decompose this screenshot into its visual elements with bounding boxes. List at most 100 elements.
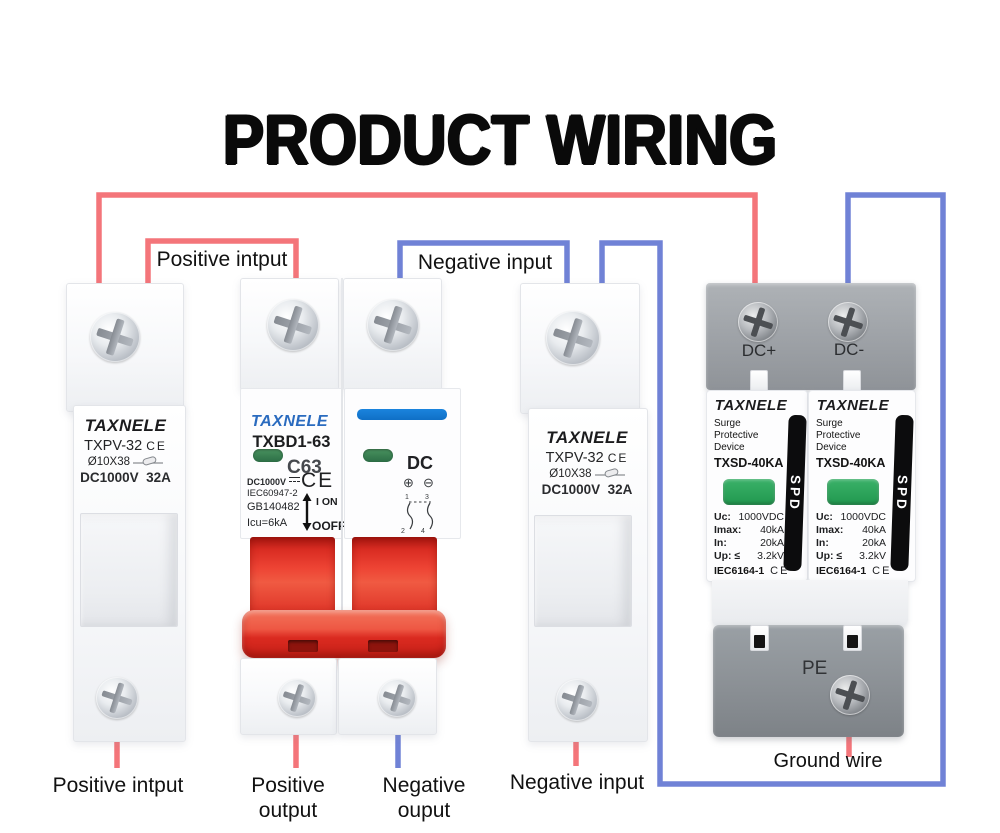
fuse-right-bottom-screw bbox=[556, 679, 598, 721]
spd-base-tab-right bbox=[843, 625, 862, 651]
spd: DC+ DC- TAXNELE Surge Protective Device … bbox=[706, 283, 918, 757]
breaker-top-screw-right bbox=[367, 299, 419, 351]
label-positive-input-bottom: Positive intput bbox=[52, 774, 184, 797]
spd-module1-standard: IEC6164-1 CE bbox=[714, 565, 790, 577]
breaker-brand: TAXNELE bbox=[251, 413, 328, 430]
fuse-right-size: Ø10X38 bbox=[528, 468, 646, 480]
svg-text:2: 2 bbox=[401, 528, 405, 535]
spd-module1-type2: Protective bbox=[714, 430, 759, 441]
din-slot bbox=[847, 635, 858, 648]
spd-module2-standard: IEC6164-1 CE bbox=[816, 565, 892, 577]
dc-symbol-icon bbox=[289, 476, 301, 484]
spd-pe-label: PE bbox=[802, 658, 828, 679]
spd-back-plate bbox=[712, 580, 908, 626]
spd-bottom-base bbox=[713, 625, 904, 737]
breaker-handle-left bbox=[250, 537, 335, 615]
breaker-top-screw-left bbox=[267, 299, 319, 351]
spd-module-2: TAXNELE Surge Protective Device TXSD-40K… bbox=[808, 390, 916, 582]
breaker-bottom-screw-left bbox=[278, 679, 316, 717]
fuse-left-bottom-screw bbox=[96, 677, 138, 719]
breaker-icu: Icu=6kA bbox=[247, 517, 288, 529]
spd-module2-type3: Device bbox=[816, 442, 847, 453]
ce-mark: CE bbox=[146, 439, 167, 453]
wire-positive-main bbox=[96, 192, 758, 292]
breaker-standard1: IEC60947-2 bbox=[247, 488, 298, 499]
svg-text:1: 1 bbox=[405, 494, 409, 501]
breaker-pole2-card: DC ⊕ ⊖ 1 3 2 4 bbox=[344, 388, 461, 539]
spd-module2-spec-uc: Uc:1000VDC bbox=[816, 511, 886, 523]
breaker-standard2: GB140482 bbox=[247, 501, 300, 513]
fuse-cartridge-icon bbox=[133, 456, 164, 466]
breaker-handle-right bbox=[352, 537, 437, 615]
spd-module2-spec-in: In:20kA bbox=[816, 537, 886, 549]
spd-module1-brand: TAXNELE bbox=[714, 397, 788, 414]
breaker-pole1-card: TAXNELE TXBD1-63 C63 DC1000V IEC60947-2 … bbox=[240, 388, 346, 539]
spd-module2-spec-up: Up: ≤3.2kV bbox=[816, 550, 886, 562]
spd-module1-model: TXSD-40KA bbox=[714, 456, 784, 470]
on-off-arrow-icon bbox=[302, 493, 312, 531]
breaker-rating: C63 bbox=[287, 457, 322, 478]
breaker-indicator-left bbox=[253, 449, 283, 462]
breaker-off-label: OOFF bbox=[312, 519, 346, 533]
tie-bar-slot-left bbox=[288, 640, 318, 652]
spd-module2-status-window bbox=[827, 479, 879, 505]
fuse-left-model: TXPV-32 CE bbox=[84, 438, 167, 454]
spd-module2-type2: Protective bbox=[816, 430, 861, 441]
label-negative-input-top: Negative input bbox=[417, 251, 553, 274]
breaker-circuit-diagram-icon: ⊕ ⊖ 1 3 2 4 bbox=[401, 475, 434, 535]
fuse-left-carrier-window bbox=[80, 513, 178, 627]
breaker-blue-bar bbox=[357, 409, 447, 420]
spd-module1-spec-up: Up: ≤3.2kV bbox=[714, 550, 784, 562]
ce-mark: CE bbox=[770, 565, 790, 577]
spd-module2-badge: SPD bbox=[890, 414, 914, 572]
fuse-cartridge-icon bbox=[594, 468, 625, 478]
breaker-pole-seam bbox=[341, 278, 343, 732]
spd-module1-badge: SPD bbox=[783, 414, 807, 572]
fuse-right-model: TXPV-32 CE bbox=[545, 450, 629, 466]
tie-bar-slot-right bbox=[368, 640, 398, 652]
breaker-ce-mark: CE bbox=[301, 469, 335, 492]
spd-module1-type3: Device bbox=[714, 442, 745, 453]
spd-module1-status-window bbox=[723, 479, 775, 505]
fuse-left-rating: DC1000V 32A bbox=[80, 470, 171, 485]
svg-text:4: 4 bbox=[421, 528, 425, 535]
breaker-pole2-label: DC bbox=[407, 453, 433, 473]
label-negative-output: Negative ouput bbox=[382, 774, 466, 822]
ce-mark: CE bbox=[607, 451, 629, 465]
breaker-model: TXBD1-63 bbox=[252, 433, 331, 451]
spd-screw-dc-plus bbox=[738, 302, 778, 342]
fuse-holder-right: TAXNELE TXPV-32 CE Ø10X38 DC1000V 32A bbox=[518, 283, 648, 742]
fuse-right-top-screw bbox=[546, 311, 600, 365]
page-title: PRODUCT WIRING bbox=[222, 100, 778, 180]
fuse-right-brand: TAXNELE bbox=[546, 428, 628, 447]
fuse-right-rating: DC1000V 32A bbox=[541, 482, 633, 497]
spd-screw-dc-minus bbox=[828, 302, 868, 342]
label-negative-input-bottom: Negative input bbox=[509, 771, 645, 794]
breaker: TAXNELE TXBD1-63 C63 DC1000V IEC60947-2 … bbox=[237, 277, 461, 735]
ce-mark: CE bbox=[872, 565, 892, 577]
label-positive-input-top: Positive intput bbox=[156, 248, 288, 271]
spd-top-terminal-block bbox=[706, 283, 916, 390]
svg-text:3: 3 bbox=[425, 494, 429, 501]
fuse-right-carrier-window bbox=[534, 515, 632, 627]
spd-module1-spec-in: In:20kA bbox=[714, 537, 784, 549]
spd-dc-plus-label: DC+ bbox=[741, 341, 777, 360]
spd-pe-screw bbox=[830, 675, 870, 715]
fuse-left-size: Ø10X38 bbox=[70, 456, 181, 468]
breaker-voltage: DC1000V bbox=[247, 476, 301, 487]
spd-module2-brand: TAXNELE bbox=[816, 397, 890, 414]
spd-dc-minus-label: DC- bbox=[833, 340, 865, 359]
spd-module1-spec-uc: Uc:1000VDC bbox=[714, 511, 784, 523]
breaker-on-label: I ON bbox=[316, 496, 338, 508]
label-positive-output: Positive output bbox=[251, 774, 325, 822]
spd-module2-model: TXSD-40KA bbox=[816, 456, 886, 470]
spd-module-1: TAXNELE Surge Protective Device TXSD-40K… bbox=[706, 390, 808, 582]
breaker-bottom-screw-right bbox=[378, 679, 416, 717]
spd-module1-type1: Surge bbox=[714, 418, 741, 429]
spd-module2-spec-imax: Imax:40kA bbox=[816, 524, 886, 536]
spd-base-tab-left bbox=[750, 625, 769, 651]
fuse-left-brand: TAXNELE bbox=[84, 416, 167, 435]
wire-negative-bracket bbox=[397, 240, 570, 286]
spd-module2-type1: Surge bbox=[816, 418, 843, 429]
